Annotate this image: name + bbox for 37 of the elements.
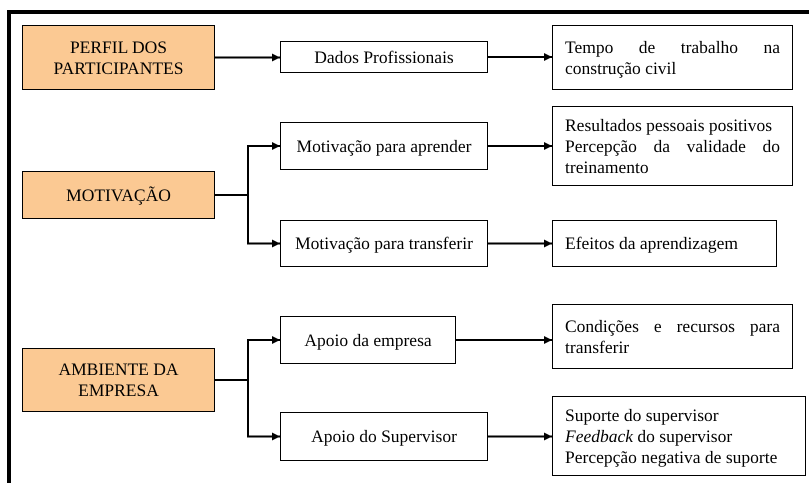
factor-box	[280, 41, 488, 73]
factor-box	[280, 316, 456, 364]
box-text: Condições e recursos para transferir	[565, 316, 780, 358]
item-box	[552, 25, 793, 90]
box-text: AMBIENTE DA EMPRESA	[57, 359, 180, 401]
arrow	[488, 142, 552, 150]
factor-box	[280, 412, 488, 461]
box-text: Motivação para transferir	[294, 233, 474, 254]
item-box	[552, 106, 793, 186]
item-box	[552, 304, 793, 369]
category-box	[22, 25, 215, 90]
box-text: Suporte do supervisor	[565, 404, 720, 426]
box-text: Resultados pessoais positivos	[565, 114, 774, 136]
box-text: Apoio do Supervisor	[310, 426, 458, 447]
arrow	[215, 54, 280, 62]
box-text: Motivação para aprender	[296, 136, 472, 156]
item-box	[552, 220, 777, 267]
box-text: Efeitos da aprendizagem	[565, 233, 739, 254]
arrow	[215, 379, 280, 440]
item-box	[552, 396, 806, 476]
factor-box	[280, 220, 488, 267]
box-text: Tempo de trabalho na construção civil	[565, 36, 780, 78]
arrow	[488, 53, 552, 61]
box-text: Percepção da validade do treinamento	[565, 136, 780, 178]
box-text: Feedback do supervisor	[565, 426, 734, 446]
arrow	[215, 194, 280, 248]
box-text: Percepção negativa de suporte	[565, 446, 778, 468]
arrow	[456, 336, 552, 344]
category-box	[22, 348, 215, 412]
arrow	[488, 240, 552, 248]
factor-box	[280, 122, 488, 170]
category-box	[22, 171, 215, 219]
box-text: Apoio da empresa	[303, 330, 433, 350]
box-text: Dados Profissionais	[313, 46, 455, 68]
box-text: MOTIVAÇÃO	[65, 184, 172, 206]
arrow	[488, 432, 552, 440]
box-text: PERFIL DOS PARTICIPANTES	[52, 36, 184, 78]
